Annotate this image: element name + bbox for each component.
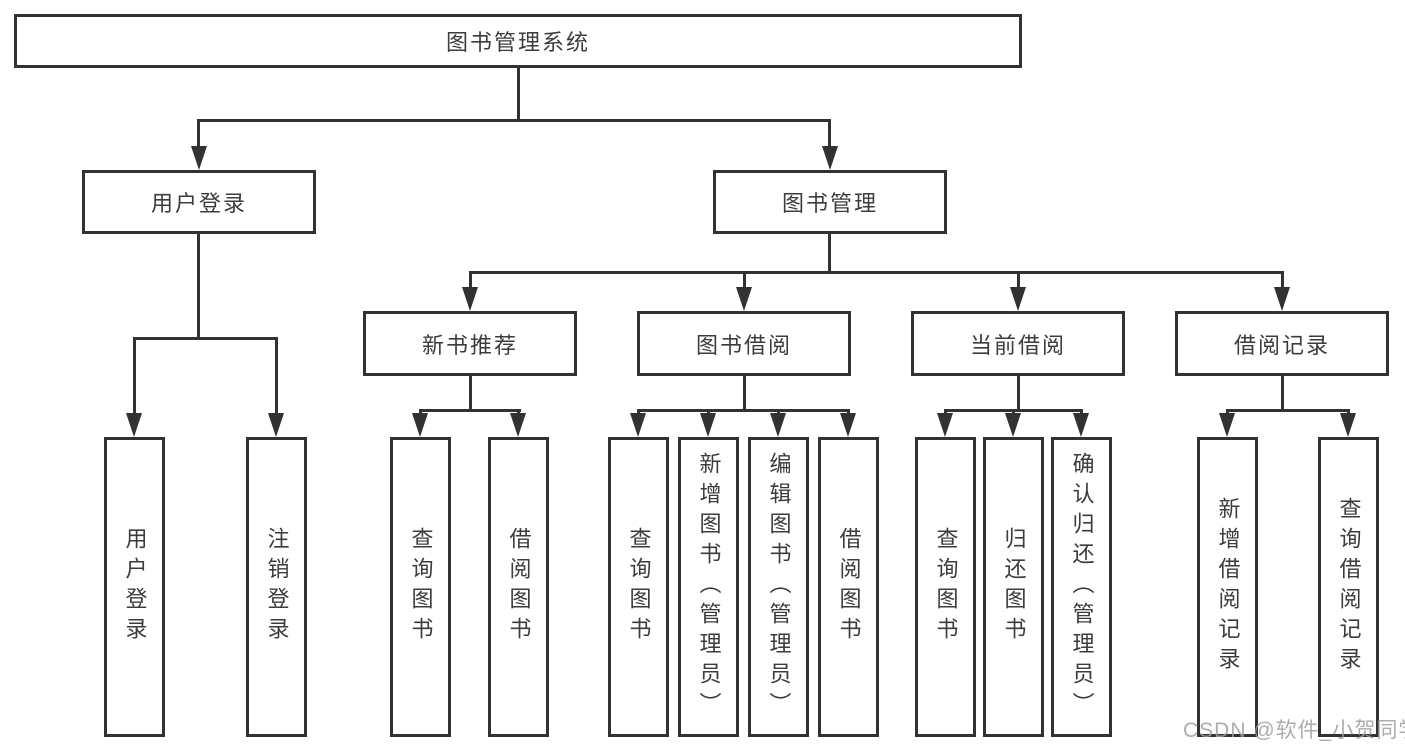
- connector-line: [197, 233, 200, 339]
- node-new-book-recommendation: 新书推荐: [363, 311, 577, 376]
- arrow-down-icon: [700, 413, 716, 437]
- csdn-watermark: CSDN @软件_小贺同学: [1183, 719, 1405, 742]
- node-library-management-system: 图书管理系统: [14, 14, 1022, 68]
- connector-line: [419, 409, 521, 412]
- arrow-down-icon: [770, 413, 786, 437]
- arrow-down-icon: [1340, 413, 1356, 437]
- leaf-add-borrow-record: 新增借阅记录: [1197, 437, 1258, 737]
- connector-line: [1226, 409, 1348, 412]
- connector-line: [469, 376, 472, 411]
- leaf-return-books: 归还图书: [983, 437, 1044, 737]
- connector-line: [1017, 271, 1020, 293]
- arrow-down-icon: [462, 287, 478, 311]
- leaf-user-login: 用户登录: [104, 437, 165, 737]
- connector-line: [133, 337, 136, 417]
- arrow-down-icon: [630, 413, 646, 437]
- node-current-borrowing: 当前借阅: [911, 311, 1125, 376]
- arrow-down-icon: [268, 413, 284, 437]
- connector-line: [469, 271, 1283, 274]
- node-user-login: 用户登录: [82, 170, 316, 234]
- connector-line: [1281, 271, 1284, 293]
- connector-line: [743, 271, 746, 293]
- connector-line: [197, 119, 831, 122]
- arrow-down-icon: [822, 146, 838, 170]
- leaf-query-books-borrow: 查询图书: [608, 437, 669, 737]
- leaf-query-books-current: 查询图书: [915, 437, 976, 737]
- connector-line: [1281, 376, 1284, 411]
- arrow-down-icon: [510, 413, 526, 437]
- leaf-query-borrow-record: 查询借阅记录: [1318, 437, 1379, 737]
- leaf-confirm-return-admin: 确认归还（管理员）: [1051, 437, 1112, 737]
- connector-line: [275, 337, 278, 417]
- connector-line: [469, 271, 472, 293]
- arrow-down-icon: [736, 287, 752, 311]
- leaf-logout: 注销登录: [246, 437, 307, 737]
- arrow-down-icon: [191, 146, 207, 170]
- leaf-borrow-books-recommend: 借阅图书: [488, 437, 549, 737]
- connector-line: [743, 376, 746, 411]
- connector-line: [828, 233, 831, 274]
- leaf-add-books-admin: 新增图书（管理员）: [678, 437, 739, 737]
- arrow-down-icon: [412, 413, 428, 437]
- connector-line: [637, 409, 850, 412]
- leaf-query-books-recommend: 查询图书: [390, 437, 451, 737]
- connector-line: [517, 67, 520, 121]
- arrow-down-icon: [1010, 287, 1026, 311]
- connector-line: [828, 119, 831, 152]
- connector-line: [1017, 376, 1020, 411]
- connector-line: [133, 337, 278, 340]
- arrow-down-icon: [1073, 413, 1089, 437]
- arrow-down-icon: [1219, 413, 1235, 437]
- leaf-edit-books-admin: 编辑图书（管理员）: [748, 437, 809, 737]
- leaf-borrow-books: 借阅图书: [818, 437, 879, 737]
- node-book-borrowing: 图书借阅: [637, 311, 851, 376]
- node-book-management: 图书管理: [713, 170, 947, 234]
- arrow-down-icon: [126, 413, 142, 437]
- arrow-down-icon: [840, 413, 856, 437]
- node-borrowing-records: 借阅记录: [1175, 311, 1389, 376]
- arrow-down-icon: [1005, 413, 1021, 437]
- arrow-down-icon: [1274, 287, 1290, 311]
- arrow-down-icon: [937, 413, 953, 437]
- connector-line: [197, 119, 200, 152]
